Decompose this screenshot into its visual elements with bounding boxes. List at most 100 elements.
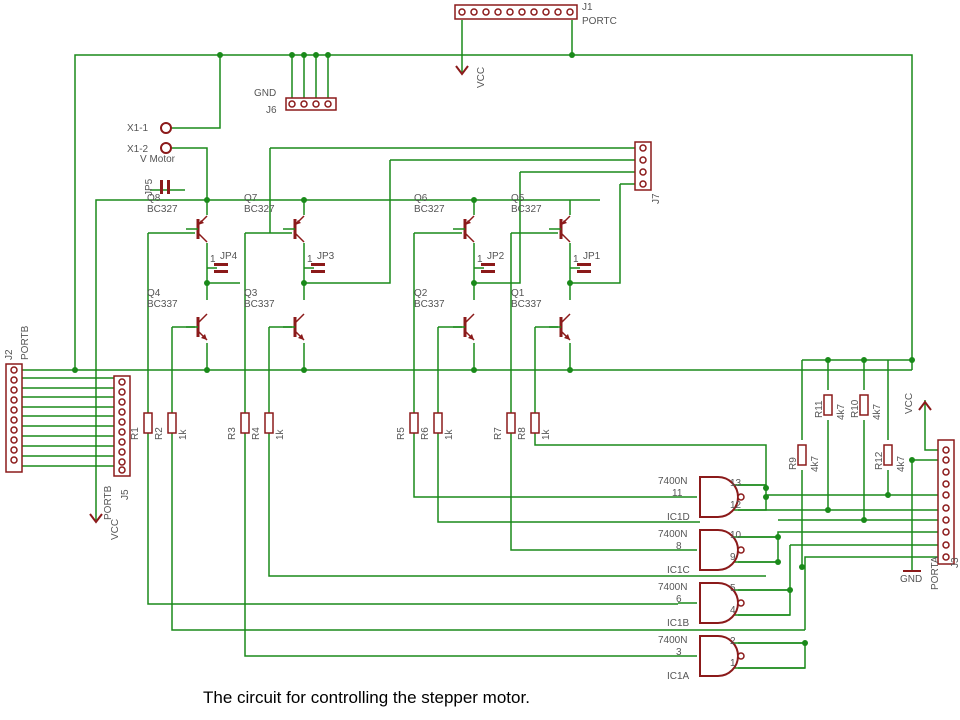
- vcc-arrow-right: VCC: [904, 393, 932, 414]
- q5-ref: Q5: [511, 193, 525, 204]
- q4-ref: Q4: [147, 288, 161, 299]
- j5-ref-label: J5: [120, 489, 131, 500]
- jp4-label: JP4: [220, 251, 238, 262]
- wires: [20, 20, 940, 669]
- r3-label: R3: [227, 427, 238, 440]
- ic1c-pin-in1: 10: [730, 530, 742, 541]
- gate-ic1c: 7400N IC1C 10 9 8: [658, 529, 778, 576]
- j1-name-label: PORTC: [582, 16, 617, 27]
- j5-name-label: PORTB: [103, 485, 114, 520]
- q8-ref: Q8: [147, 193, 161, 204]
- ic1b-pin-in1: 5: [730, 583, 736, 594]
- r9-value: 4k7: [810, 455, 821, 472]
- r4-value: 1k: [275, 428, 286, 440]
- x1-1-label: X1-1: [127, 123, 149, 134]
- transistor-q2: Q2 BC337: [414, 288, 476, 342]
- transistor-q8: Q8 BC327: [147, 193, 209, 244]
- r9-label: R9: [788, 457, 799, 470]
- j6-connector: GND J6: [254, 88, 337, 116]
- r6-label: R6: [420, 427, 431, 440]
- ic1d-pin-out: 11: [672, 488, 683, 499]
- transistor-q7: Q7 BC327: [244, 193, 306, 244]
- vcc-label-right: VCC: [904, 393, 915, 414]
- jp1-pin1: 1: [573, 254, 579, 265]
- j3-connector: PORTA J3: [930, 439, 960, 590]
- j2-name-label: PORTB: [20, 325, 31, 360]
- ic1a-pin-out: 3: [676, 647, 682, 658]
- r6-value: 1k: [444, 428, 455, 440]
- r12-value: 4k7: [896, 455, 907, 472]
- r8-value: 1k: [541, 428, 552, 440]
- r11-label: R11: [814, 400, 825, 418]
- ic1d-pin-in1: 13: [730, 478, 742, 489]
- ic1b-ref: IC1B: [667, 618, 690, 629]
- ic1b-type: 7400N: [658, 582, 687, 593]
- gnd-symbol: GND: [900, 570, 922, 585]
- gnd-label-right: GND: [900, 574, 922, 585]
- ic1d-type: 7400N: [658, 476, 687, 487]
- j7-connector: J7: [634, 141, 662, 204]
- q3-type: BC337: [244, 299, 275, 310]
- ic1d-pin-in2: 12: [730, 500, 742, 511]
- jp3-label: JP3: [317, 251, 335, 262]
- transistor-q5: Q5 BC327: [511, 193, 572, 244]
- ic1a-type: 7400N: [658, 635, 687, 646]
- j1-connector: J1 PORTC: [454, 2, 617, 27]
- jp5-jumper: JP5: [144, 178, 170, 196]
- ic1a-ref: IC1A: [667, 671, 690, 682]
- q8-type: BC327: [147, 204, 178, 215]
- ic1c-ref: IC1C: [667, 565, 690, 576]
- x1-2-label: X1-2: [127, 144, 149, 155]
- transistor-q3: Q3 BC337: [244, 288, 306, 342]
- j6-gnd-label: GND: [254, 88, 276, 99]
- r5-label: R5: [396, 427, 407, 440]
- ic1a-pin-in1: 2: [730, 636, 736, 647]
- ic1c-pin-in2: 9: [730, 552, 736, 563]
- transistor-q1: Q1 BC337: [511, 288, 572, 342]
- ic1d-ref: IC1D: [667, 512, 690, 523]
- resistors-base: R1 R2 1k R3 R4 1k R5 R6 1k R7 R8 1k: [130, 412, 552, 440]
- jumper-jp4: JP4 1: [210, 251, 238, 273]
- jp2-pin1: 1: [477, 254, 483, 265]
- r7-label: R7: [493, 427, 504, 440]
- jp4-pin1: 1: [210, 254, 216, 265]
- gate-ic1a: 7400N IC1A 2 1 3: [658, 635, 805, 682]
- ic1b-pin-in2: 4: [730, 605, 736, 616]
- r11-value: 4k7: [836, 403, 847, 420]
- q2-type: BC337: [414, 299, 445, 310]
- j3-name-label: PORTA: [930, 556, 941, 590]
- j2-connector: J2 PORTB: [4, 325, 31, 473]
- j7-ref-label: J7: [651, 193, 662, 204]
- jp2-label: JP2: [487, 251, 505, 262]
- q7-type: BC327: [244, 204, 275, 215]
- junction-dots: [72, 52, 915, 646]
- r10-value: 4k7: [872, 403, 883, 420]
- q6-type: BC327: [414, 204, 445, 215]
- q4-type: BC337: [147, 299, 178, 310]
- jp5-label: JP5: [144, 178, 155, 196]
- r12-label: R12: [874, 451, 885, 470]
- j1-ref-label: J1: [582, 2, 593, 13]
- r4-label: R4: [251, 427, 262, 440]
- jumper-jp1: JP1 1: [573, 251, 601, 273]
- transistor-q6: Q6 BC327: [414, 193, 476, 244]
- j6-ref-label: J6: [266, 105, 277, 116]
- q1-ref: Q1: [511, 288, 525, 299]
- jp3-pin1: 1: [307, 254, 313, 265]
- r10-label: R10: [850, 399, 861, 418]
- vcc-label-left: VCC: [110, 519, 121, 540]
- ic1c-pin-out: 8: [676, 541, 682, 552]
- ic1a-pin-in2: 1: [730, 658, 736, 669]
- j3-ref-label: J3: [950, 557, 960, 568]
- x1-terminals: X1-1 X1-2 V Motor: [127, 122, 176, 165]
- r1-label: R1: [130, 427, 141, 440]
- ic1b-pin-out: 6: [676, 594, 682, 605]
- r2-label: R2: [154, 427, 165, 440]
- gate-ic1d: 7400N IC1D 13 12 11: [658, 476, 766, 523]
- j2-ref-label: J2: [4, 349, 15, 360]
- vcc-label-top: VCC: [476, 67, 487, 88]
- q1-type: BC337: [511, 299, 542, 310]
- r2-value: 1k: [178, 428, 189, 440]
- figure-caption: The circuit for controlling the stepper …: [203, 688, 530, 707]
